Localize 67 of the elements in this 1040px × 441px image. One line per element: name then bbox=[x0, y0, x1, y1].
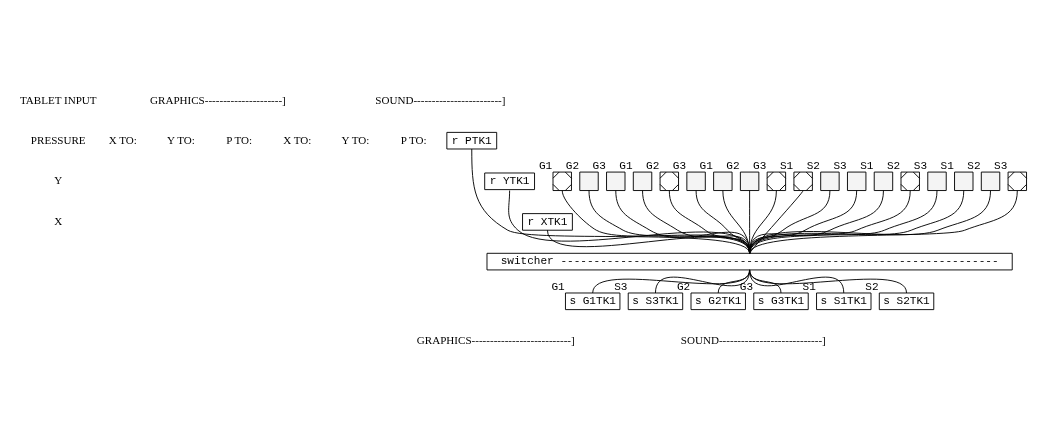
label: Y bbox=[54, 173, 63, 186]
node-box: s S1TK1 bbox=[816, 292, 872, 310]
node-label: S1 bbox=[779, 159, 794, 172]
node-box bbox=[820, 171, 840, 191]
node-box bbox=[980, 171, 1001, 191]
node-label: G1 bbox=[699, 159, 713, 172]
node-box bbox=[632, 171, 653, 191]
node-label: G1 bbox=[551, 280, 565, 293]
node-box bbox=[739, 171, 760, 191]
node-box bbox=[606, 171, 626, 191]
connector bbox=[749, 189, 831, 254]
node-label: G3 bbox=[672, 159, 687, 172]
node-box: r PTK1 bbox=[446, 131, 498, 149]
connector bbox=[749, 189, 884, 254]
node-label: G2 bbox=[676, 280, 691, 293]
node-box: s S3TK1 bbox=[627, 292, 684, 310]
label: P TO: bbox=[226, 133, 253, 146]
connector bbox=[749, 189, 804, 254]
node-box bbox=[927, 171, 947, 191]
node-box: s G3TK1 bbox=[753, 292, 809, 310]
node-box bbox=[873, 171, 894, 191]
label: Y TO: bbox=[341, 133, 370, 146]
connector bbox=[471, 148, 751, 254]
node-box: r XTK1 bbox=[522, 212, 573, 231]
node-box: s G1TK1 bbox=[565, 292, 621, 310]
label: X bbox=[54, 214, 63, 227]
node-box bbox=[713, 171, 733, 191]
connector bbox=[655, 268, 751, 293]
label: SOUND------------------------] bbox=[375, 93, 506, 106]
node-label: S2 bbox=[886, 159, 901, 172]
node-label: S2 bbox=[865, 280, 879, 293]
label: SOUND----------------------------] bbox=[680, 333, 826, 346]
node-label: G2 bbox=[726, 159, 740, 172]
node-label: G2 bbox=[565, 159, 580, 172]
node-box bbox=[579, 171, 599, 191]
node-label: S3 bbox=[994, 159, 1008, 172]
node-label: G1 bbox=[619, 159, 633, 172]
node-box bbox=[847, 171, 867, 191]
label: TABLET INPUT bbox=[19, 93, 97, 106]
node-label: S3 bbox=[614, 280, 628, 293]
node-label: S1 bbox=[860, 159, 874, 172]
label: P TO: bbox=[400, 133, 427, 146]
node-box: switcher ------------------------------------------------------------------ bbox=[486, 252, 1013, 270]
node-label: S3 bbox=[913, 159, 928, 172]
node-label: G3 bbox=[592, 159, 606, 172]
node-label: S3 bbox=[833, 159, 847, 172]
label: GRAPHICS---------------------] bbox=[150, 93, 286, 106]
node-label: G3 bbox=[753, 159, 767, 172]
label: X TO: bbox=[108, 133, 137, 146]
node-label: S2 bbox=[806, 159, 820, 172]
node-label: G3 bbox=[739, 280, 754, 293]
node-label: S1 bbox=[802, 280, 816, 293]
node-box bbox=[686, 171, 706, 191]
node-box: s S2TK1 bbox=[878, 292, 935, 310]
label: Y TO: bbox=[167, 133, 195, 146]
node-box bbox=[954, 171, 974, 191]
node-label: S1 bbox=[940, 159, 954, 172]
node-label: S2 bbox=[967, 159, 981, 172]
label: GRAPHICS---------------------------] bbox=[416, 333, 575, 346]
label: X TO: bbox=[283, 133, 312, 146]
node-label: G2 bbox=[646, 159, 660, 172]
label: PRESSURE bbox=[30, 133, 86, 146]
connector bbox=[592, 268, 751, 293]
node-label: G1 bbox=[538, 159, 553, 172]
node-box: s G2TK1 bbox=[690, 292, 746, 310]
node-box: r YTK1 bbox=[484, 172, 535, 190]
connector bbox=[749, 189, 858, 254]
